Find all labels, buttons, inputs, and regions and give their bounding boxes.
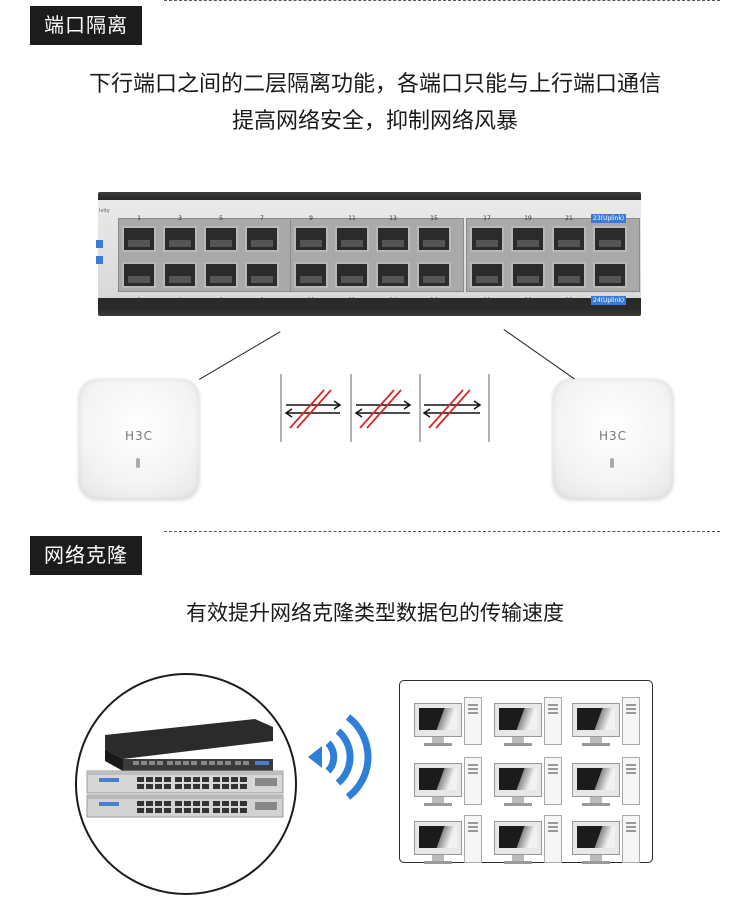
ap-status-led — [136, 458, 140, 468]
port-number-label: 19 — [524, 215, 532, 222]
port-number-label: 16 — [430, 297, 438, 304]
port-number-label: 7 — [260, 215, 264, 222]
blocked-arrow-icon — [419, 374, 490, 442]
desktop-computer-icon — [494, 697, 562, 749]
ethernet-port — [376, 262, 410, 288]
switch-activity-label: ivity — [99, 208, 110, 214]
network-clone-headline: 有效提升网络克隆类型数据包的传输速度 — [186, 601, 564, 625]
port-number-label: 8 — [260, 297, 264, 304]
wifi-signal-icon — [308, 714, 372, 800]
desktop-computer-icon — [414, 697, 482, 749]
ethernet-port — [122, 226, 156, 252]
port-number-label: 21 — [565, 215, 573, 222]
port-number-label: 14 — [389, 297, 397, 304]
uplink-port-label: 23(Uplink) — [591, 214, 627, 223]
ethernet-port — [417, 262, 451, 288]
desktop-computer-icon — [414, 815, 482, 867]
ethernet-port — [470, 262, 504, 288]
section-tag-port-isolation: 端口隔离 — [30, 6, 142, 45]
ethernet-port — [122, 262, 156, 288]
port-number-label: 9 — [309, 215, 313, 222]
uplink-port-label: 24(Uplink) — [591, 296, 627, 305]
port-isolation-headline-1: 下行端口之间的二层隔离功能，各端口只能与上行端口通信 — [88, 72, 661, 97]
ethernet-port — [376, 226, 410, 252]
desktop-computer-icon — [572, 697, 640, 749]
port-number-label: 22 — [565, 297, 573, 304]
port-number-label: 2 — [137, 297, 141, 304]
desktop-computer-icon — [414, 757, 482, 809]
desktop-computer-icon — [494, 815, 562, 867]
access-point-left: H3C — [79, 379, 199, 499]
ap-status-led — [610, 458, 614, 468]
port-number-label: 6 — [219, 297, 223, 304]
ethernet-port — [552, 226, 586, 252]
blocked-arrow-icon — [280, 374, 342, 442]
ethernet-port — [294, 226, 328, 252]
ethernet-port — [511, 226, 545, 252]
switch-stack-illustration — [75, 673, 297, 895]
port-number-label: 11 — [348, 215, 356, 222]
port-number-label: 10 — [307, 297, 315, 304]
section-divider — [164, 0, 720, 1]
ethernet-port — [204, 226, 238, 252]
desktop-computer-icon — [572, 815, 640, 867]
switch-stack-graphic — [86, 719, 284, 818]
client-computers-panel — [399, 680, 653, 864]
access-point-right: H3C — [553, 379, 673, 499]
ethernet-port — [593, 226, 627, 252]
switch-led-24 — [96, 256, 103, 264]
blocked-arrow-icon — [350, 374, 412, 442]
ethernet-port — [245, 226, 279, 252]
section-divider — [164, 531, 720, 532]
port-number-label: 18 — [483, 297, 491, 304]
switch-led-23 — [96, 240, 103, 248]
ethernet-port — [552, 262, 586, 288]
port-number-label: 12 — [348, 297, 356, 304]
ethernet-port — [294, 262, 328, 288]
ethernet-port — [593, 262, 627, 288]
section-tag-network-clone: 网络克隆 — [30, 536, 142, 575]
port-number-label: 20 — [524, 297, 532, 304]
port-number-label: 17 — [483, 215, 491, 222]
ethernet-port — [470, 226, 504, 252]
port-number-label: 5 — [219, 215, 223, 222]
port-number-label: 4 — [178, 297, 182, 304]
ethernet-port — [417, 226, 451, 252]
ethernet-port — [204, 262, 238, 288]
desktop-computer-icon — [572, 757, 640, 809]
port-isolation-headline-2: 提高网络安全，抑制网络风暴 — [231, 109, 518, 134]
ethernet-port — [335, 226, 369, 252]
port-number-label: 3 — [178, 215, 182, 222]
port-number-label: 13 — [389, 215, 397, 222]
ethernet-port — [511, 262, 545, 288]
ap-logo: H3C — [124, 429, 154, 443]
ethernet-port — [335, 262, 369, 288]
ap-logo: H3C — [598, 429, 628, 443]
ethernet-port — [163, 226, 197, 252]
right-ap-link — [503, 329, 578, 382]
ethernet-port — [163, 262, 197, 288]
desktop-computer-icon — [494, 757, 562, 809]
port-number-label: 15 — [430, 215, 438, 222]
port-number-label: 1 — [137, 215, 141, 222]
ethernet-port — [245, 262, 279, 288]
left-ap-link — [199, 331, 281, 380]
